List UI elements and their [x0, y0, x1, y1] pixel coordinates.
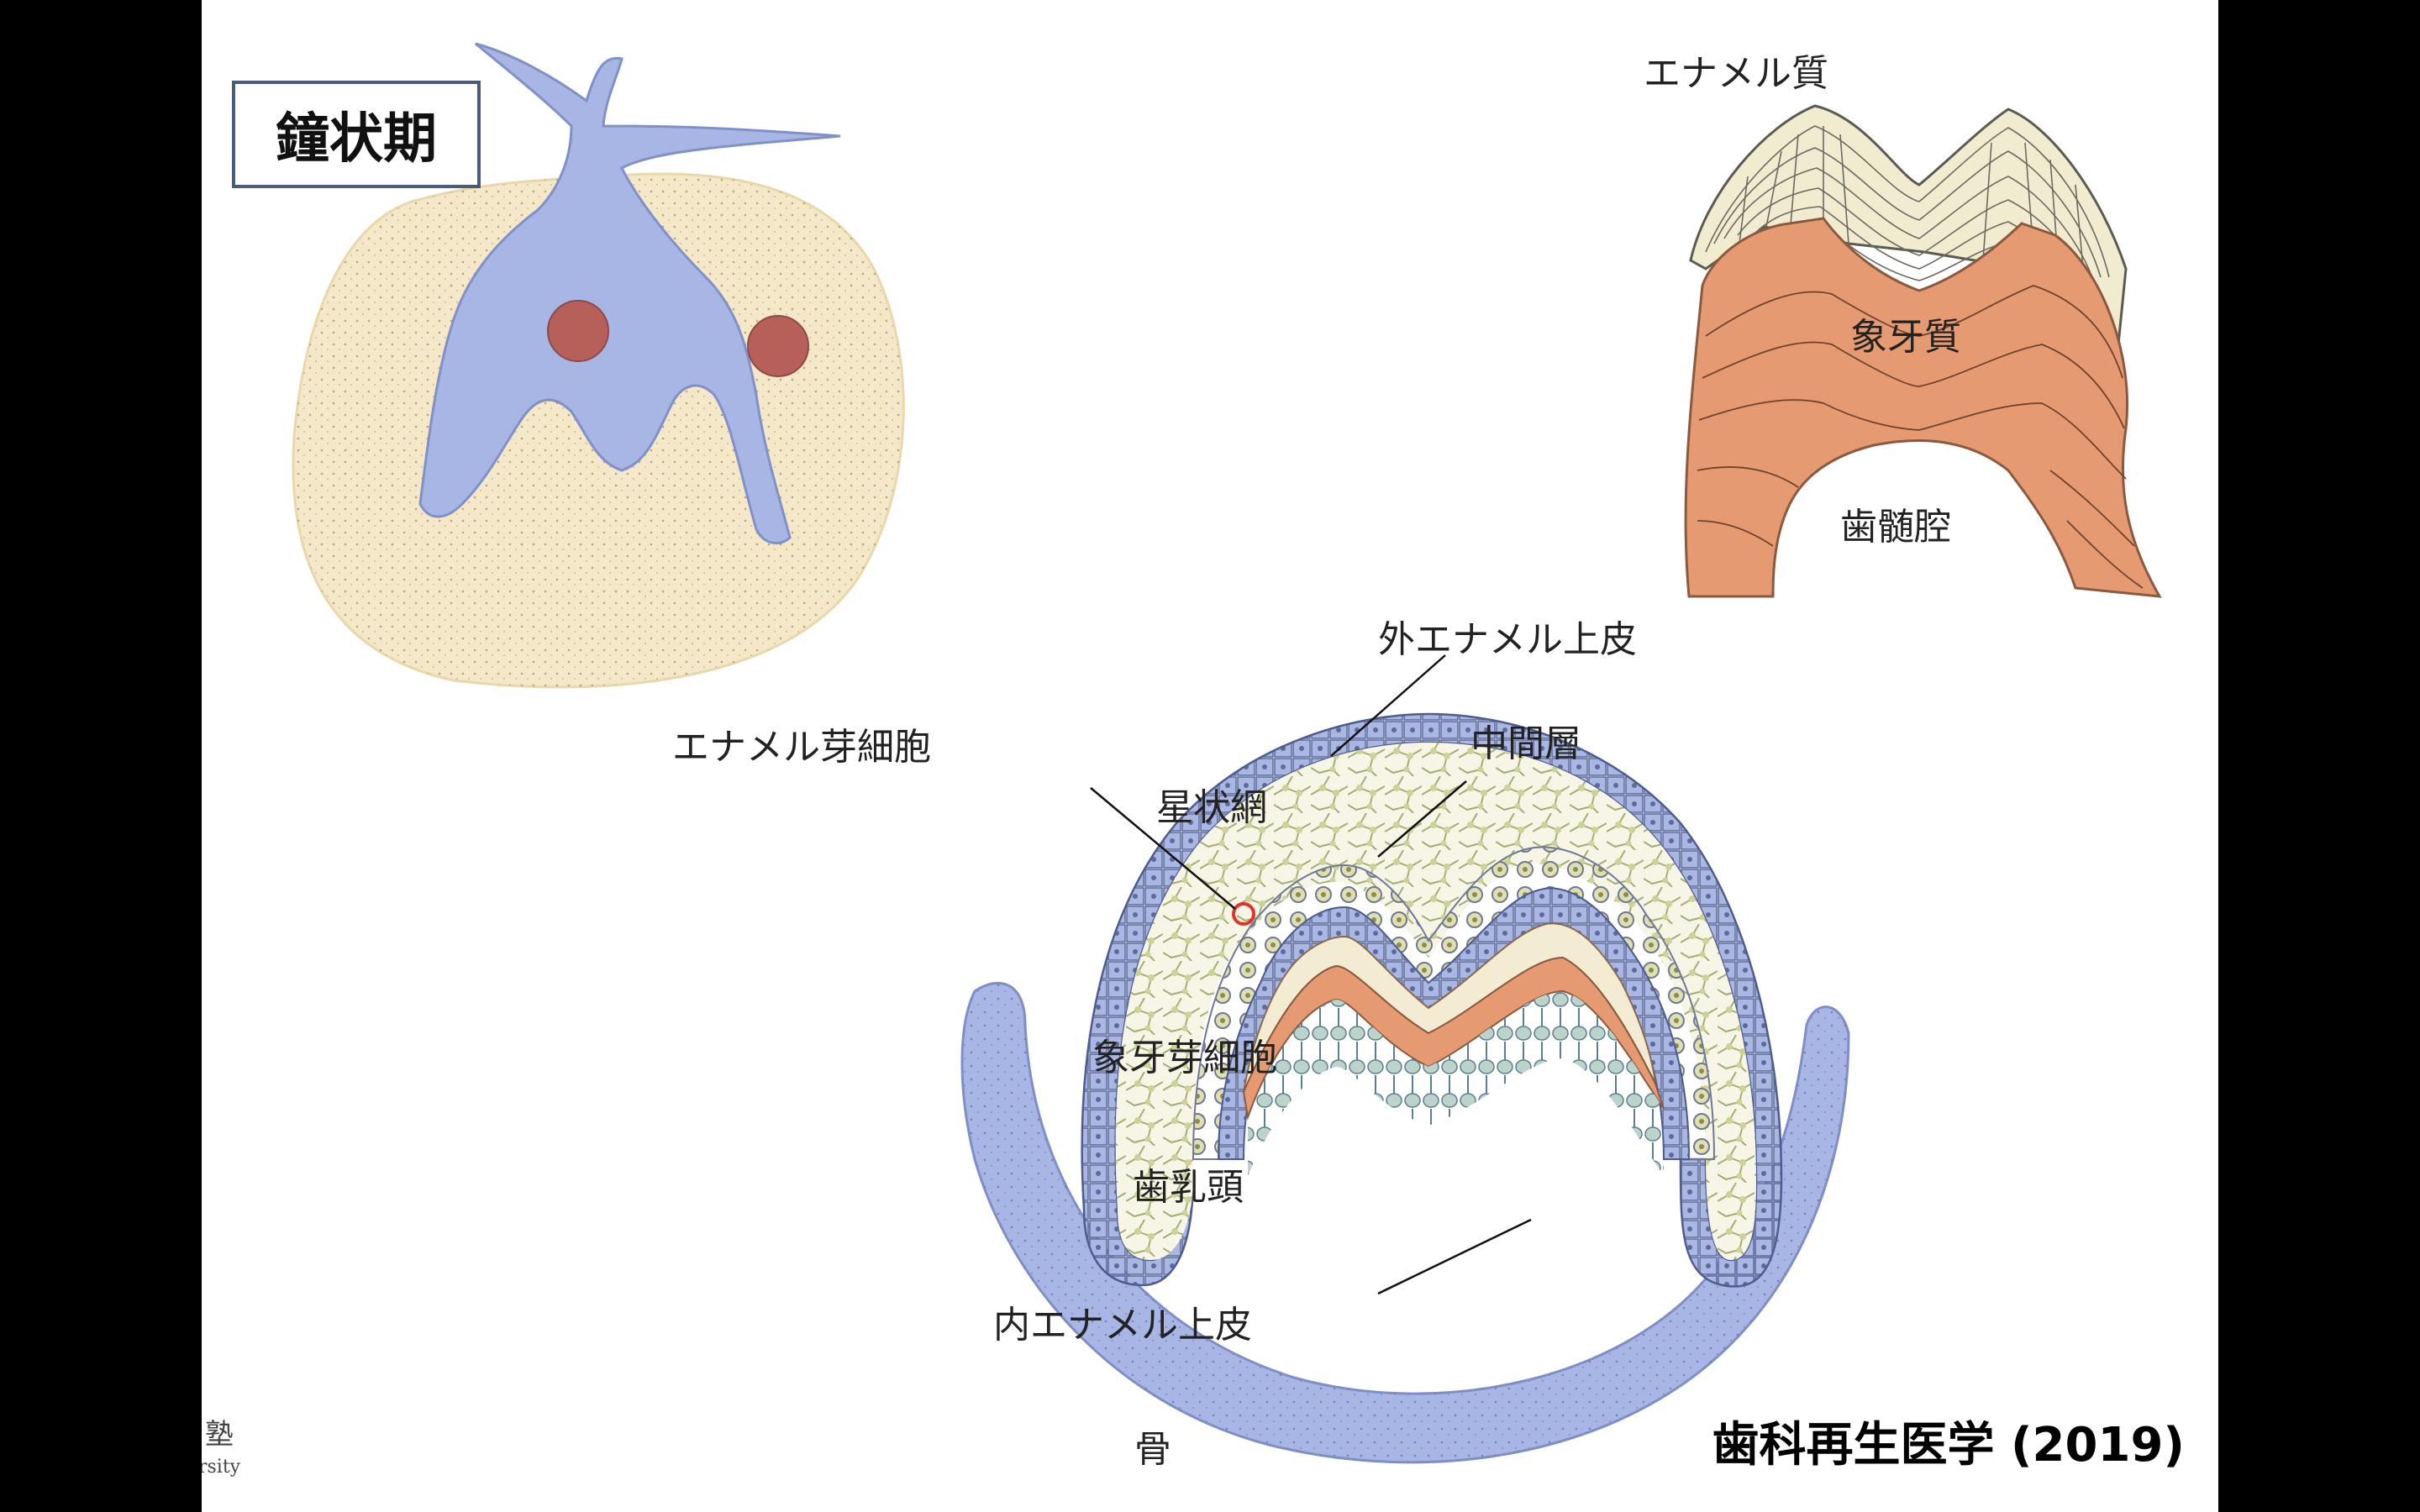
enamel-organ-bell [418, 42, 841, 545]
dental-papilla-label: 歯乳頭 [1133, 1166, 1244, 1209]
odontoblast-label: 象牙芽細胞 [1092, 1037, 1277, 1079]
illustration-canvas [292, 42, 2162, 1464]
logo-kanji: 塾 [205, 1418, 234, 1452]
ameloblast-label: エナメル芽細胞 [672, 726, 931, 769]
citation: 歯科再生医学 (2019) [1712, 1418, 2185, 1473]
enamel-label: エナメル質 [1644, 52, 1828, 95]
outer-enamel-epithelium-label: 外エナメル上皮 [1378, 618, 1637, 661]
dentin-layer [1684, 217, 2162, 598]
stellate-reticulum-label: 星状網 [1156, 786, 1267, 829]
ameloblast-marker [1232, 902, 1255, 926]
pulp-cavity-label: 歯髄腔 [1840, 506, 1951, 549]
tooth-crown-diagram [1684, 104, 2162, 598]
enamel-layer [1689, 104, 2128, 356]
bone-arc [960, 982, 1850, 1464]
bell-stage-schematic [292, 42, 905, 689]
slide: 鐘状期 エナメル質 象牙質 歯髄腔 外エナメル上皮 エナメル芽細胞 中間層 星状… [202, 0, 2218, 1512]
leader-lines [1090, 654, 1532, 1295]
bone-label: 骨 [1134, 1428, 1171, 1471]
university-logo: 塾 rsity [202, 1411, 252, 1495]
enamel-knot-left [547, 300, 609, 362]
stratum-intermedium-label: 中間層 [1470, 722, 1581, 765]
dentin-label: 象牙質 [1850, 316, 1961, 359]
enamel-knot-right [747, 315, 809, 377]
inner-enamel-epithelium-label: 内エナメル上皮 [993, 1304, 1252, 1347]
logo-text: rsity [202, 1457, 241, 1478]
odontoblast-layer [1248, 991, 1664, 1176]
tooth-germ-bell [1081, 712, 1783, 1288]
stage-label: 鐘状期 [232, 81, 481, 188]
